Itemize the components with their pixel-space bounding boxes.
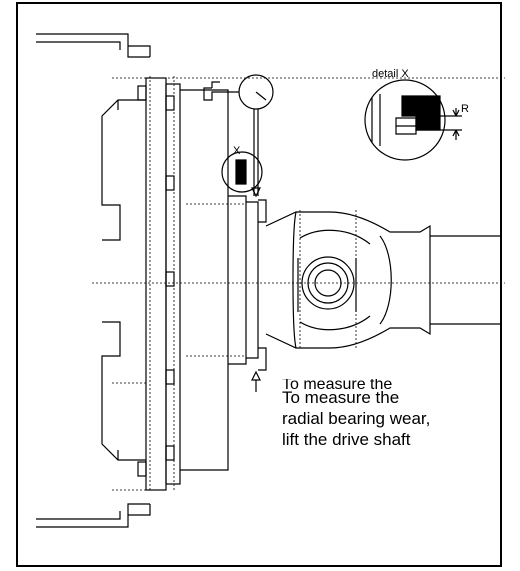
bolt-top bbox=[258, 199, 267, 223]
detail-marker-label: X bbox=[233, 145, 241, 157]
flange-bolts bbox=[137, 85, 175, 477]
radial-dimension-label: R bbox=[461, 103, 469, 115]
r-dim bbox=[416, 108, 462, 140]
coupling-hub bbox=[228, 195, 247, 365]
detail-x-label: detail X bbox=[372, 68, 409, 80]
top-bracket bbox=[36, 33, 151, 58]
figure-frame bbox=[16, 2, 502, 567]
gauge-stem bbox=[253, 109, 259, 196]
gauge-arrow-bottom bbox=[251, 370, 261, 392]
detail-x-circle bbox=[364, 79, 446, 161]
ghost-caption: To measure the bbox=[282, 379, 393, 390]
yoke bbox=[265, 211, 500, 349]
gauge-arrow-top bbox=[251, 187, 261, 198]
caption: To measure the radial bearing wear, lift… bbox=[282, 388, 431, 449]
detail-x-marker bbox=[221, 151, 263, 193]
bottom-bracket bbox=[36, 503, 151, 528]
housing-left-profile bbox=[101, 99, 146, 461]
ghost-caption-clip: To measure the bbox=[282, 379, 482, 390]
flange-plate bbox=[145, 77, 167, 491]
housing-outline bbox=[180, 89, 229, 471]
flange-plate-inner bbox=[165, 83, 181, 485]
bolt-bottom bbox=[258, 347, 267, 371]
gauge-arm bbox=[203, 87, 239, 101]
